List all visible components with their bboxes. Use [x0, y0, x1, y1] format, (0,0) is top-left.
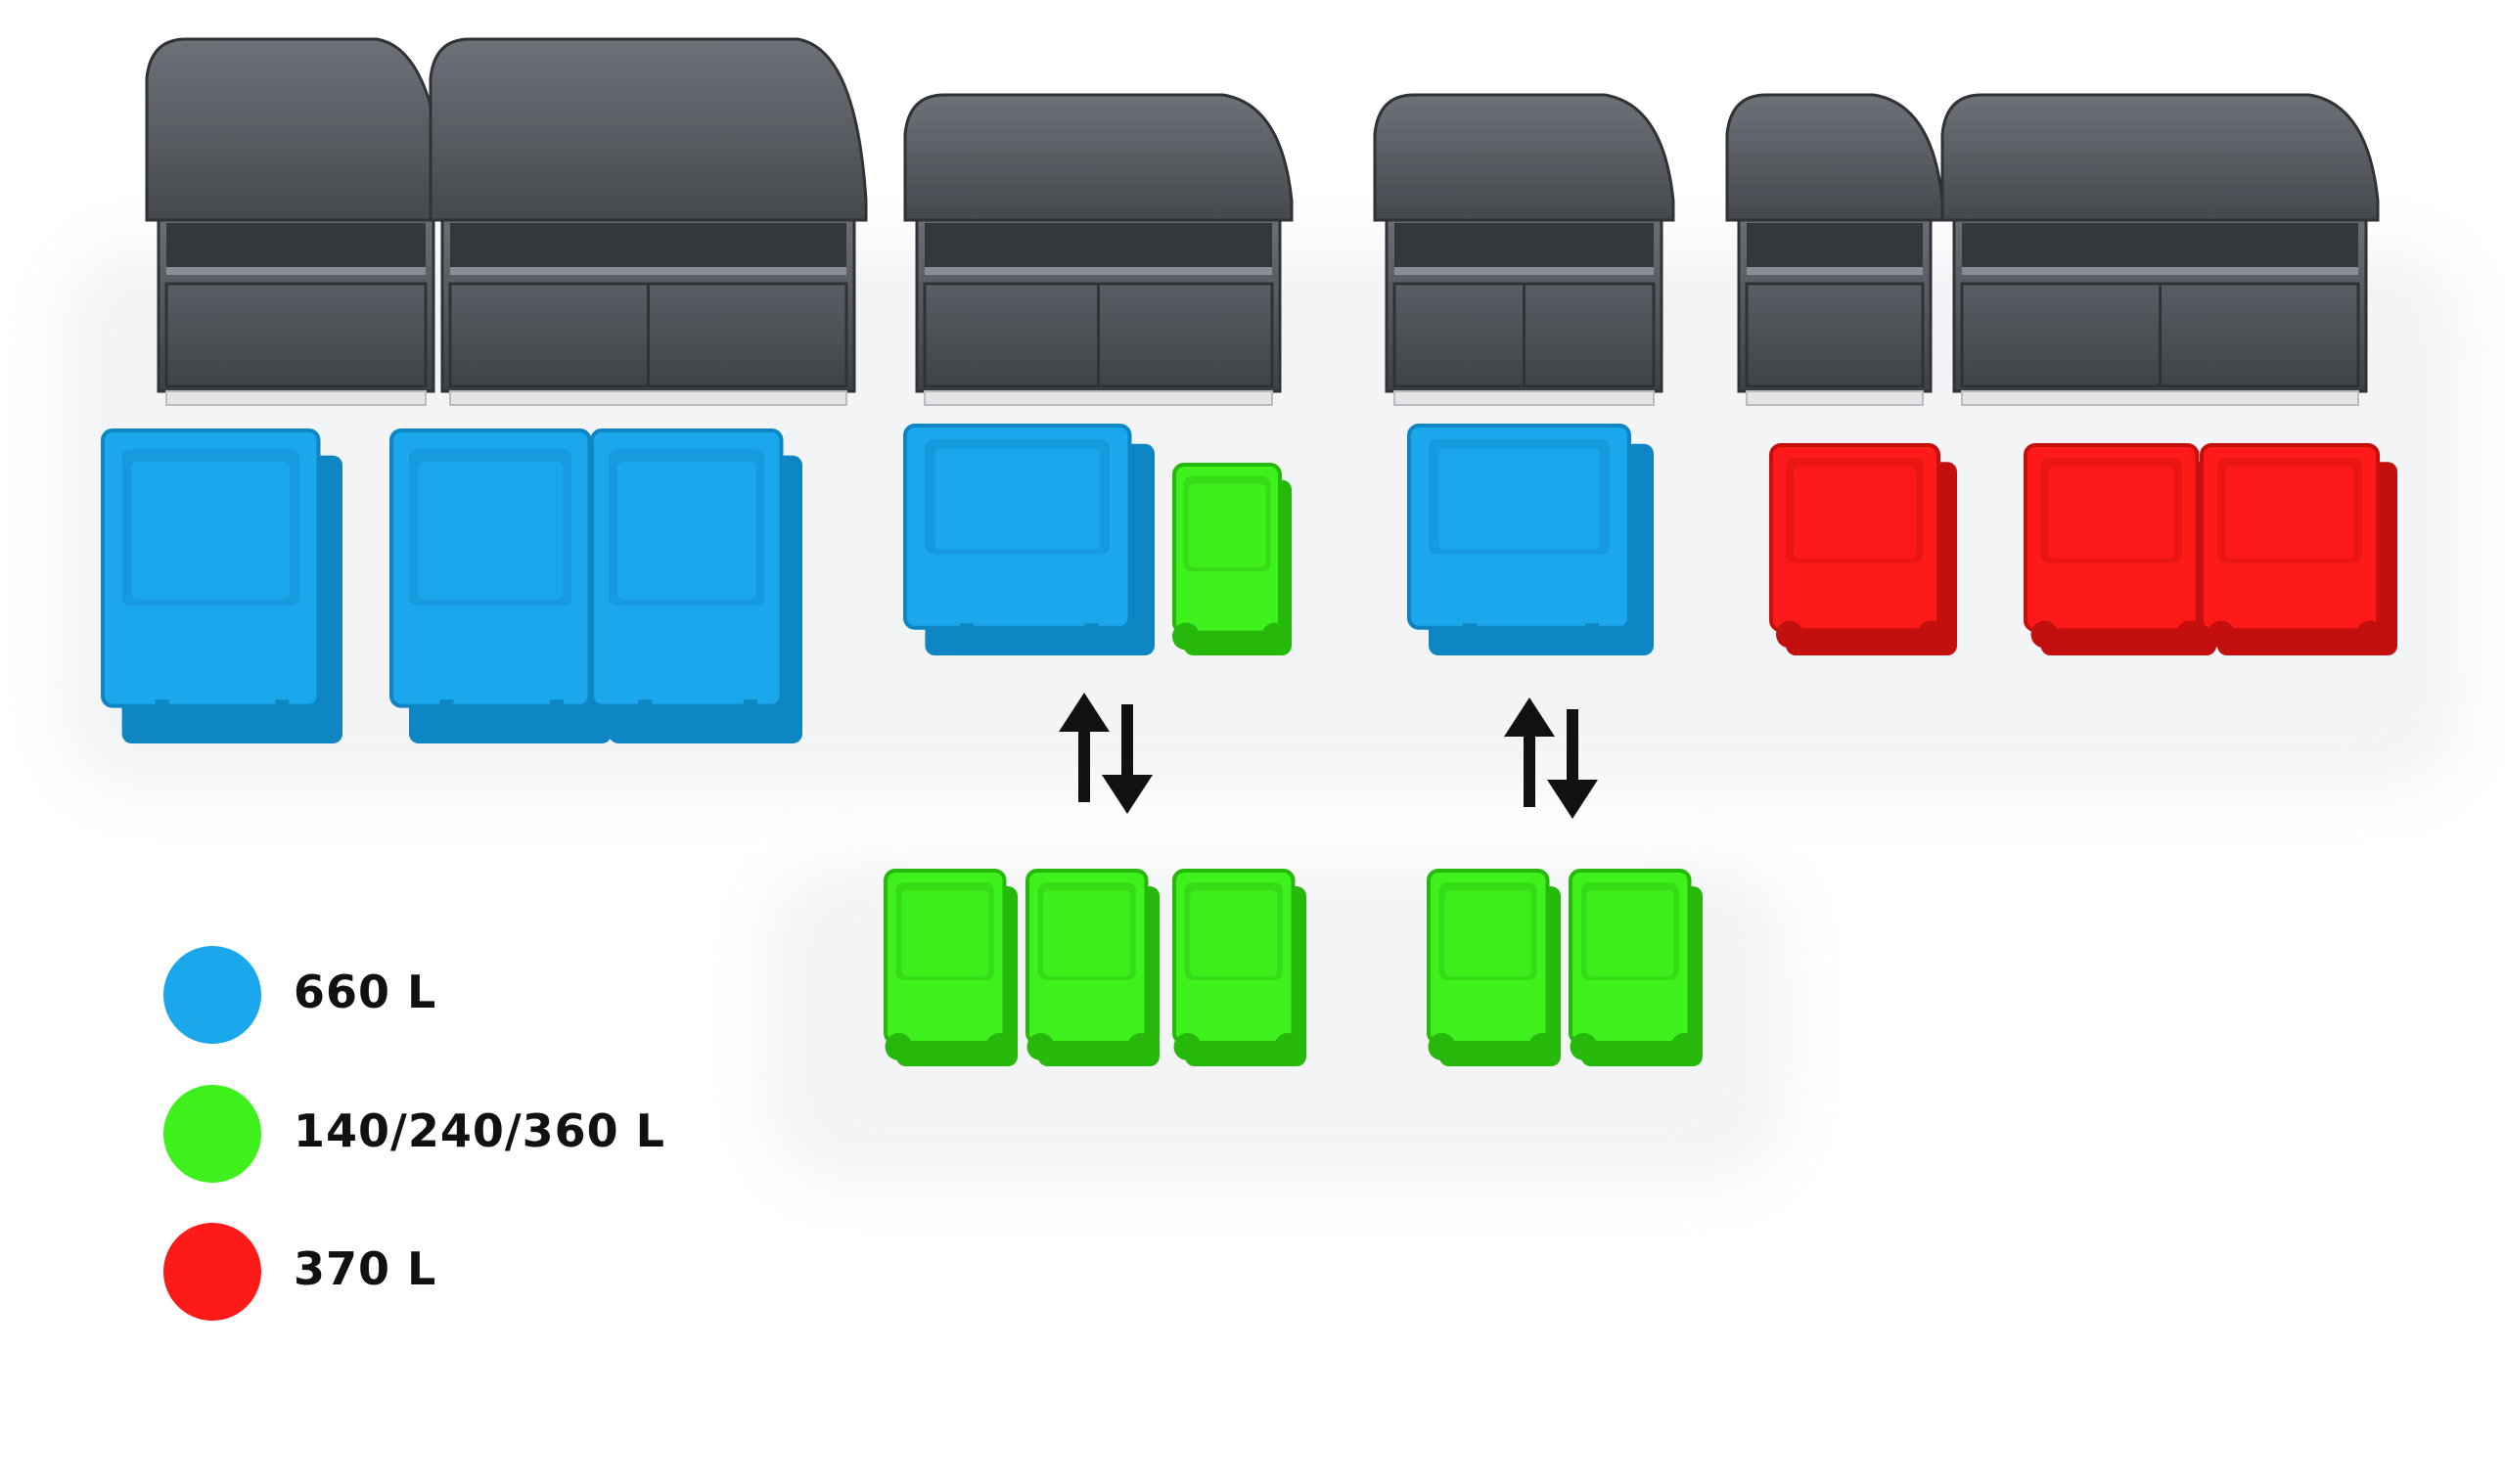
blue-bin — [101, 428, 342, 743]
legend-item-140-240-360: 140/240/360 L — [0, 1085, 881, 1192]
green-bin — [1172, 869, 1306, 1066]
red-bin — [1769, 443, 1957, 655]
bin-row — [101, 424, 2397, 743]
legend-item-370: 370 L — [0, 1223, 881, 1330]
replacement-bin-row — [884, 869, 1703, 1066]
blue-bin — [1407, 424, 1654, 655]
swap-vertical-arrows-icon — [1504, 697, 1598, 819]
green-bin — [1172, 463, 1292, 655]
green-bin — [1569, 869, 1703, 1066]
housing-unit — [903, 93, 1294, 406]
housing-row — [145, 37, 2380, 406]
housing-unit — [1725, 93, 1944, 406]
blue-bin — [903, 424, 1155, 655]
arrow-row — [1059, 693, 1598, 819]
housing-unit — [1940, 93, 2380, 406]
swap-vertical-arrows-icon — [1059, 693, 1153, 814]
legend-swatch-green — [163, 1085, 261, 1183]
green-bin — [1025, 869, 1160, 1066]
legend-swatch-red — [163, 1223, 261, 1321]
legend-label: 140/240/360 L — [294, 1104, 665, 1157]
red-bin — [2200, 443, 2397, 655]
housing-unit — [429, 37, 868, 406]
blue-bin — [389, 428, 612, 743]
housing-unit — [1373, 93, 1675, 406]
blue-bin — [590, 428, 802, 743]
red-bin — [2024, 443, 2216, 655]
green-bin — [884, 869, 1018, 1066]
legend-item-660: 660 L — [0, 946, 881, 1054]
legend-label: 660 L — [294, 966, 437, 1018]
green-bin — [1427, 869, 1561, 1066]
legend-label: 370 L — [294, 1242, 437, 1295]
legend-swatch-blue — [163, 946, 261, 1044]
housing-unit — [145, 37, 447, 406]
